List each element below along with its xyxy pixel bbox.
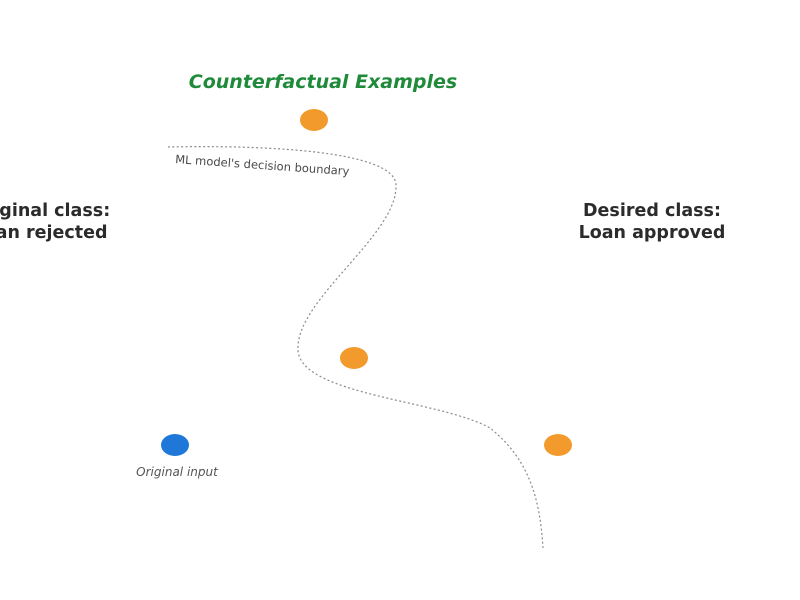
counterfactual-point [300, 109, 328, 131]
counterfactual-point [544, 434, 572, 456]
counterfactual-point [340, 347, 368, 369]
diagram-title: Counterfactual Examples [189, 71, 457, 93]
original-input-point [161, 434, 189, 456]
decision-boundary-curve [167, 146, 544, 549]
original-class-label-line1: Original class: [0, 201, 110, 221]
desired-class-label-line1: Desired class: [583, 201, 721, 221]
decision-boundary-label: ML model's decision boundary [175, 152, 350, 178]
desired-class-label-line2: Loan approved [579, 223, 726, 243]
original-input-label: Original input [136, 465, 219, 479]
original-class-label-line2: Loan rejected [0, 223, 108, 243]
